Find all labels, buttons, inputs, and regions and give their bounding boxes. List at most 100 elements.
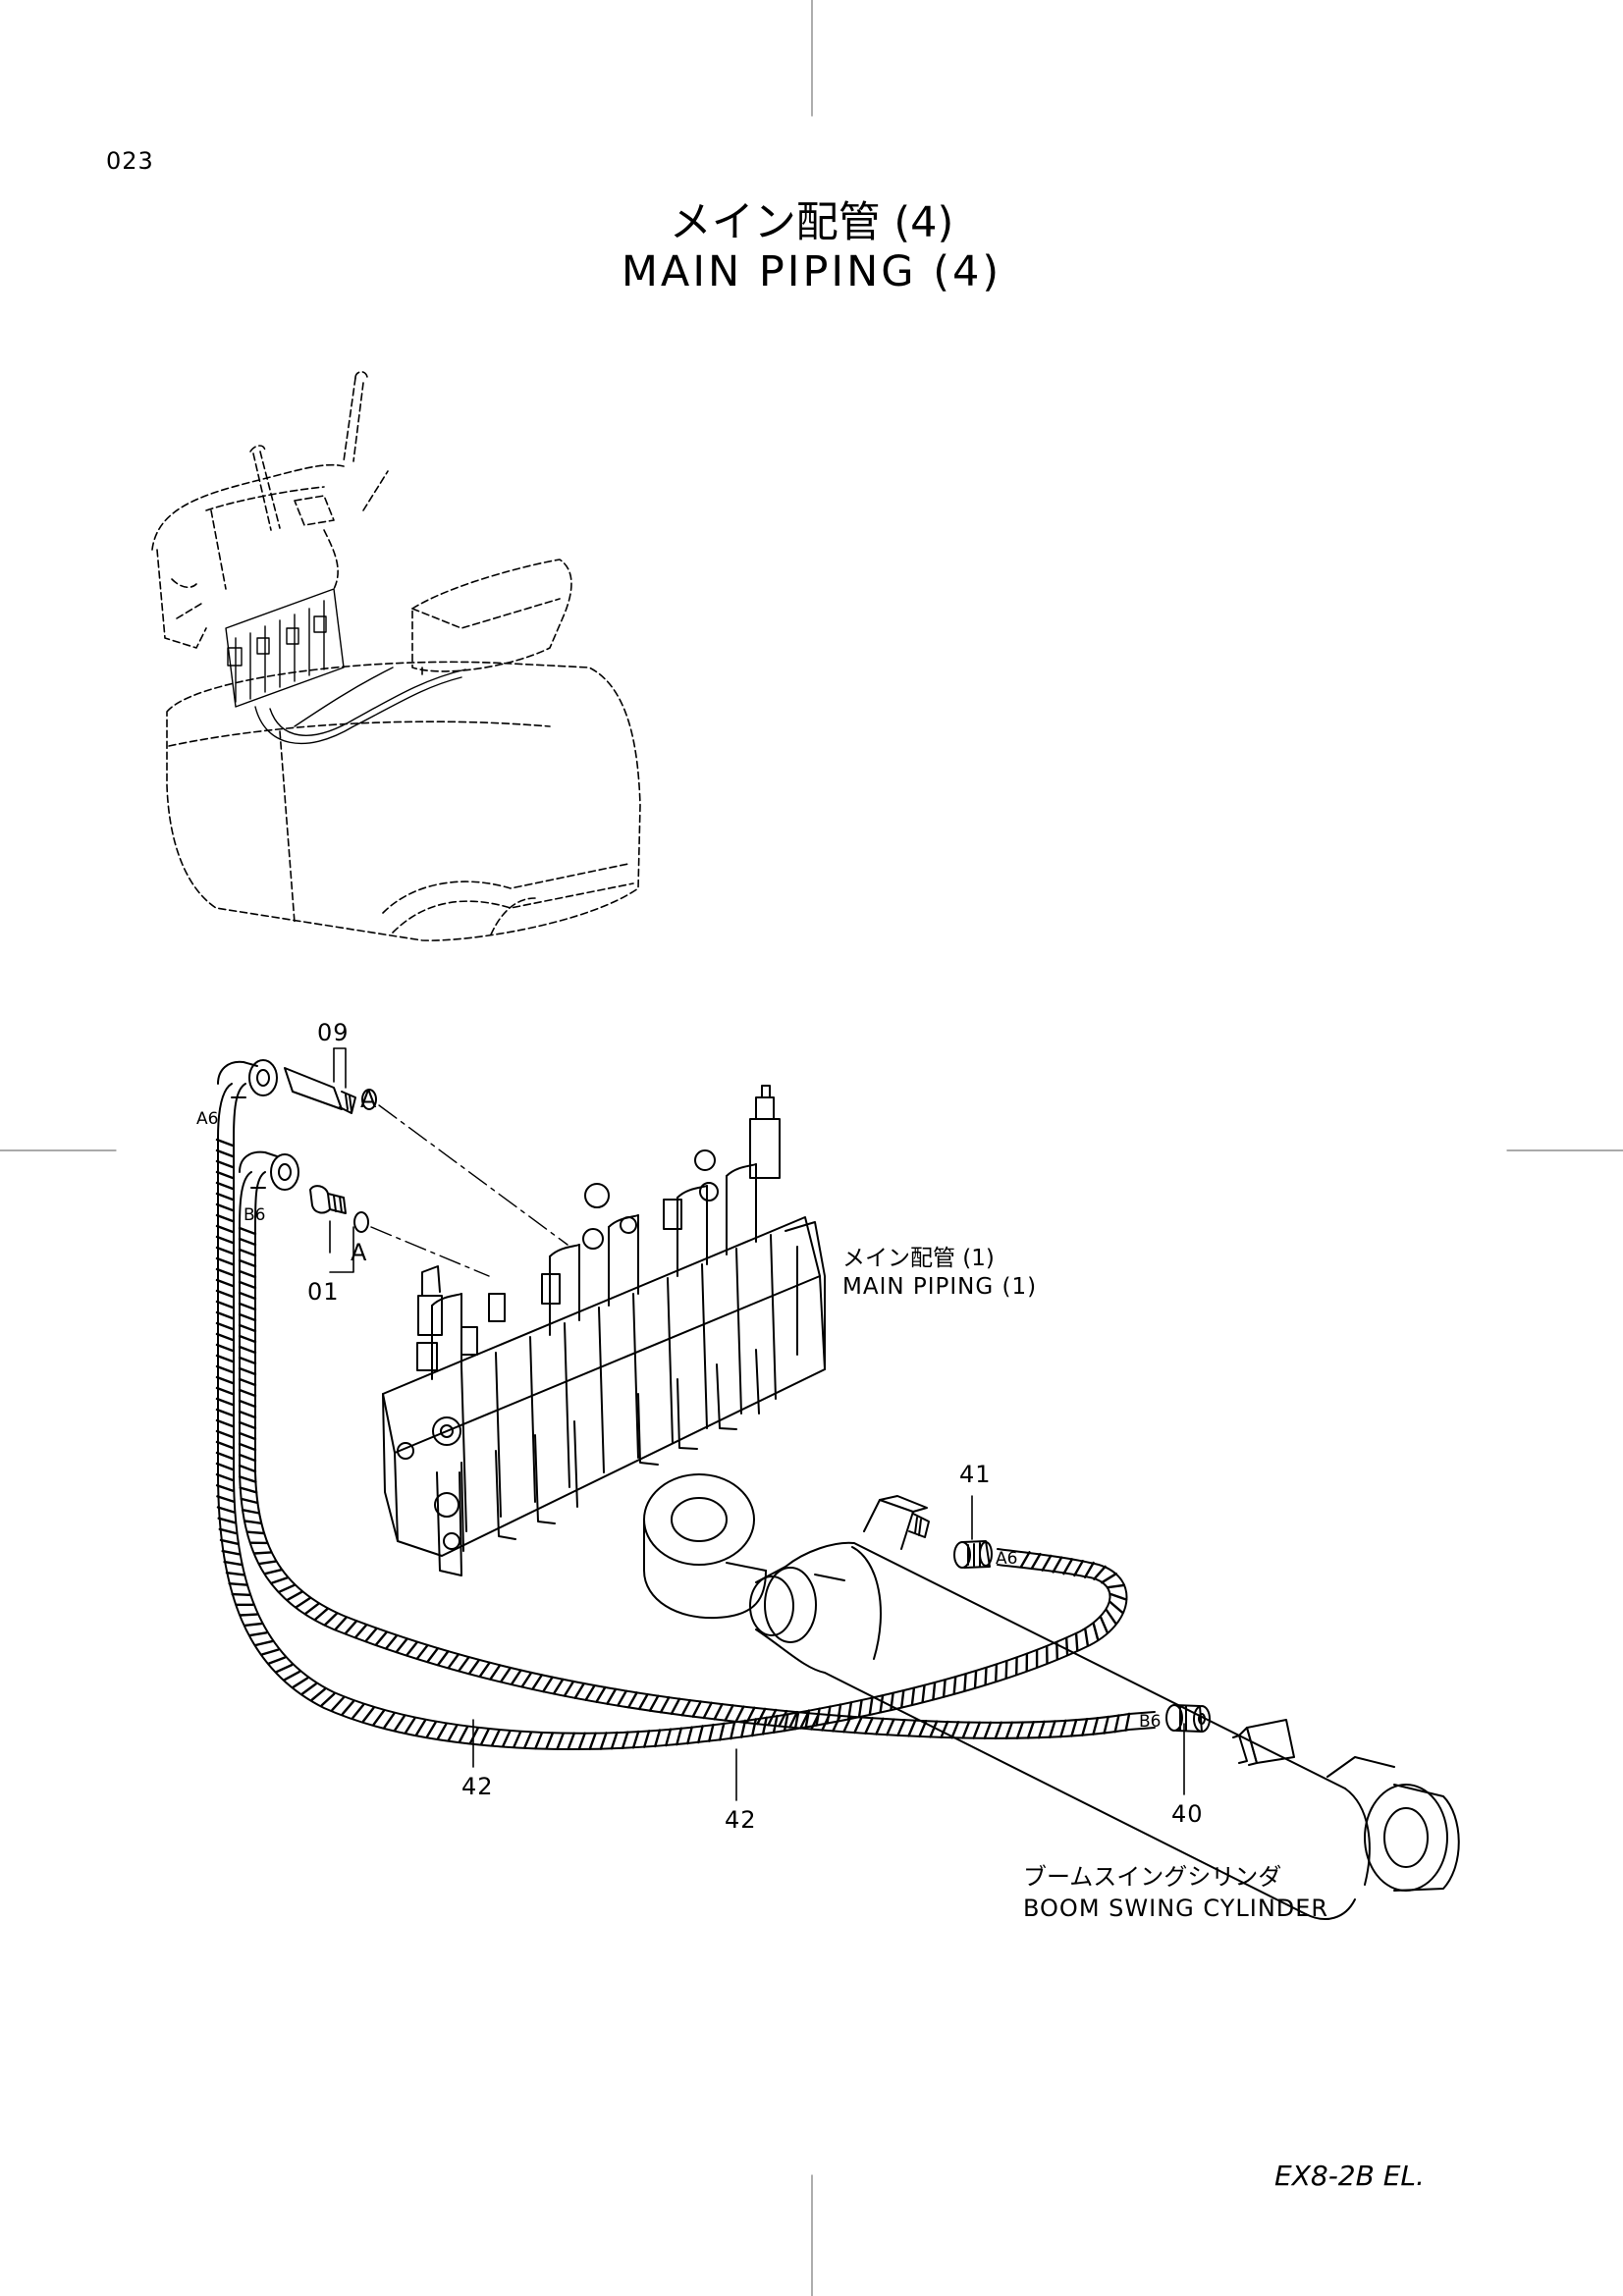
- spiral-guard-stroke: [372, 1709, 385, 1726]
- spiral-guard-stroke: [1030, 1552, 1042, 1571]
- spiral-guard-stroke: [215, 1429, 235, 1439]
- spiral-guard-stroke: [215, 1246, 235, 1255]
- spiral-guard-stroke: [963, 1673, 967, 1692]
- spiral-guard-stroke: [1099, 1616, 1109, 1634]
- spiral-guard-stroke: [436, 1650, 450, 1667]
- spiral-guard-stroke: [900, 1689, 905, 1709]
- spiral-guard-stroke: [286, 1590, 303, 1602]
- spiral-guard-stroke: [857, 1698, 863, 1719]
- spiral-guard-stroke: [364, 1627, 378, 1643]
- spiral-guard-stroke: [353, 1624, 368, 1639]
- spiral-guard-stroke: [1093, 1565, 1107, 1580]
- page-title-jp: メイン配管 (4): [669, 198, 954, 247]
- spiral-guard-stroke: [691, 1700, 702, 1718]
- spiral-guard-stroke: [275, 1663, 294, 1674]
- spiral-guard-stroke: [588, 1732, 597, 1750]
- spiral-guard-stroke: [238, 1323, 257, 1333]
- spiral-guard-stroke: [395, 1637, 408, 1654]
- spiral-guard-stroke: [942, 1679, 947, 1698]
- spiral-guard-stroke: [215, 1148, 235, 1158]
- spiral-guard-stroke: [331, 1696, 345, 1712]
- spiral-guard-stroke: [719, 1722, 726, 1741]
- spiral-guard-stroke: [983, 1721, 993, 1740]
- spiral-guard-stroke: [238, 1345, 257, 1355]
- callout-41: 41: [959, 1461, 992, 1488]
- spiral-guard-stroke: [215, 1310, 235, 1320]
- spiral-guard-stroke: [793, 1711, 800, 1731]
- spiral-guard-stroke: [310, 1687, 326, 1701]
- spiral-guard-stroke: [724, 1704, 734, 1722]
- spiral-guard-stroke: [243, 1622, 263, 1628]
- spiral-guard-stroke: [1019, 1551, 1031, 1569]
- spiral-guard-stroke: [1081, 1717, 1089, 1736]
- spiral-guard-stroke: [665, 1728, 673, 1747]
- spiral-guard-stroke: [1103, 1715, 1109, 1735]
- spiral-guard-stroke: [654, 1729, 662, 1748]
- spiral-guard-stroke: [219, 1538, 239, 1545]
- spiral-guard-stroke: [542, 1676, 554, 1693]
- spiral-guard-stroke: [810, 1712, 820, 1731]
- spiral-guard-stroke: [238, 1334, 257, 1344]
- spiral-guard-stroke: [215, 1483, 235, 1493]
- spiral-guard-stroke: [223, 1560, 243, 1567]
- spiral-guard-stroke: [708, 1723, 715, 1742]
- spiral-guard-stroke: [621, 1731, 629, 1750]
- spiral-guard-stroke: [631, 1730, 640, 1749]
- overview-operator-station: [151, 371, 641, 941]
- spiral-guard-stroke: [270, 1576, 289, 1585]
- spiral-guard-stroke: [513, 1730, 522, 1749]
- spiral-guard-stroke: [868, 1696, 874, 1716]
- spiral-guard-stroke: [489, 1664, 502, 1681]
- spiral-guard-stroke: [468, 1727, 479, 1745]
- detail-marker-a-lower: A: [351, 1239, 368, 1266]
- spiral-guard-stroke: [361, 1706, 375, 1723]
- spiral-guard-stroke: [215, 1418, 235, 1428]
- reference-main-piping-jp: メイン配管 (1): [842, 1246, 995, 1271]
- spiral-guard-stroke: [751, 1718, 757, 1737]
- spiral-guard-stroke: [984, 1666, 988, 1686]
- spiral-guard-stroke: [617, 1689, 627, 1707]
- spiral-guard-stroke: [697, 1725, 704, 1744]
- spiral-guard-stroke: [886, 1718, 895, 1736]
- spiral-guard-stroke: [610, 1731, 619, 1750]
- spiral-guard-stroke: [238, 1475, 257, 1483]
- spiral-guard-stroke: [374, 1630, 388, 1646]
- spiral-guard-stroke: [467, 1658, 481, 1676]
- spiral-guard-stroke: [643, 1730, 651, 1748]
- spiral-guard-stroke: [458, 1726, 469, 1743]
- spiral-guard-stroke: [215, 1224, 235, 1234]
- spiral-guard-stroke: [263, 1568, 283, 1575]
- spiral-guard-stroke: [1092, 1622, 1100, 1641]
- spiral-guard-stroke: [248, 1631, 268, 1637]
- spiral-guard-stroke: [821, 1713, 831, 1732]
- spiral-guard-stroke: [238, 1388, 257, 1398]
- spiral-guard-stroke: [686, 1726, 693, 1745]
- spiral-guard-stroke: [215, 1386, 235, 1396]
- spiral-guard-stroke: [842, 1715, 852, 1734]
- spiral-guard-stroke: [216, 1506, 236, 1514]
- spiral-guard-stroke: [215, 1354, 235, 1363]
- phantom-lines: [370, 1104, 568, 1277]
- spiral-guard-stroke: [238, 1269, 257, 1279]
- spiral-guard-stroke: [225, 1571, 245, 1576]
- spiral-guard-stroke: [238, 1248, 257, 1257]
- spiral-guard-stroke: [545, 1732, 555, 1750]
- spiral-guard-stroke: [910, 1686, 916, 1707]
- spiral-guard-stroke: [414, 1719, 427, 1736]
- page-title-en: MAIN PIPING (4): [621, 247, 1002, 296]
- spiral-guard-stroke: [215, 1267, 235, 1277]
- callout-42-left: 42: [461, 1773, 494, 1800]
- callout-40: 40: [1171, 1800, 1204, 1828]
- page-number: 023: [106, 147, 154, 175]
- spiral-guard-stroke: [1109, 1600, 1124, 1615]
- spiral-guard-stroke: [510, 1669, 522, 1686]
- spiral-guard-stroke: [1062, 1558, 1074, 1575]
- spiral-guard-stroke: [994, 1721, 1002, 1740]
- spiral-guard-stroke: [238, 1258, 257, 1268]
- spiral-guard-stroke: [238, 1356, 257, 1365]
- spiral-guard-stroke: [1124, 1712, 1131, 1732]
- spiral-guard-stroke: [238, 1453, 257, 1463]
- callout-42-right: 42: [725, 1806, 757, 1834]
- boom-swing-cylinder: [643, 1473, 1460, 1920]
